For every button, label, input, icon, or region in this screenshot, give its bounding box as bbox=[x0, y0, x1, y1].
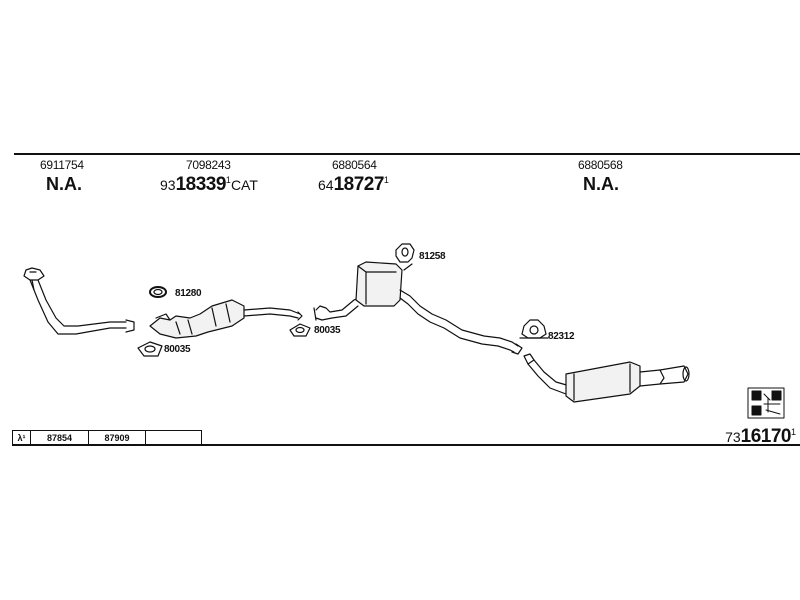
part-code-col4: 6880568 bbox=[578, 158, 623, 172]
middle-silencer bbox=[313, 261, 523, 355]
front-pipe bbox=[23, 267, 135, 335]
part-label-82312: 82312 bbox=[548, 331, 575, 342]
lambda-cell-2: 87909 bbox=[89, 431, 146, 445]
rear-silencer bbox=[523, 353, 690, 403]
total-ref-main: 16170 bbox=[740, 426, 792, 447]
col2-ref-sup: 1 bbox=[225, 175, 231, 185]
bottom-divider bbox=[12, 444, 800, 446]
gasket-80035-right-icon bbox=[289, 323, 311, 337]
lambda-cell-1: 87854 bbox=[31, 431, 89, 445]
col3-ref-prefix: 64 bbox=[318, 177, 334, 193]
ring-81280-icon bbox=[149, 286, 167, 298]
total-ref-sup: 1 bbox=[790, 427, 796, 437]
col1-not-available: N.A. bbox=[46, 174, 82, 194]
qr-code-icon bbox=[747, 387, 785, 419]
clamp-82312-icon bbox=[519, 319, 549, 339]
catalytic-converter bbox=[149, 299, 303, 339]
col3-reference: 64187271 bbox=[318, 174, 389, 196]
part-label-80035-left: 80035 bbox=[164, 344, 191, 355]
col3-ref-main: 18727 bbox=[333, 174, 385, 195]
col2-ref-prefix: 93 bbox=[160, 177, 176, 193]
part-code-col2: 7098243 bbox=[186, 158, 231, 172]
col2-ref-suffix: CAT bbox=[230, 177, 258, 193]
part-label-81258: 81258 bbox=[419, 251, 446, 262]
hanger-81258-icon bbox=[395, 243, 415, 263]
total-reference: 73161701 bbox=[725, 426, 796, 448]
total-ref-prefix: 73 bbox=[725, 429, 741, 445]
part-code-col1: 6911754 bbox=[40, 158, 84, 172]
part-label-80035-right: 80035 bbox=[314, 325, 341, 336]
col3-ref-sup: 1 bbox=[383, 175, 389, 185]
col2-reference: 93183391CAT bbox=[160, 174, 258, 196]
col2-ref-main: 18339 bbox=[175, 174, 227, 195]
part-code-col3: 6880564 bbox=[332, 158, 377, 172]
top-divider bbox=[14, 153, 800, 155]
lambda-cell-3 bbox=[146, 431, 201, 445]
part-label-81280: 81280 bbox=[175, 288, 202, 299]
lambda-symbol: λ¹ bbox=[13, 431, 31, 445]
gasket-80035-left-icon bbox=[137, 341, 163, 357]
col4-not-available: N.A. bbox=[583, 174, 619, 194]
